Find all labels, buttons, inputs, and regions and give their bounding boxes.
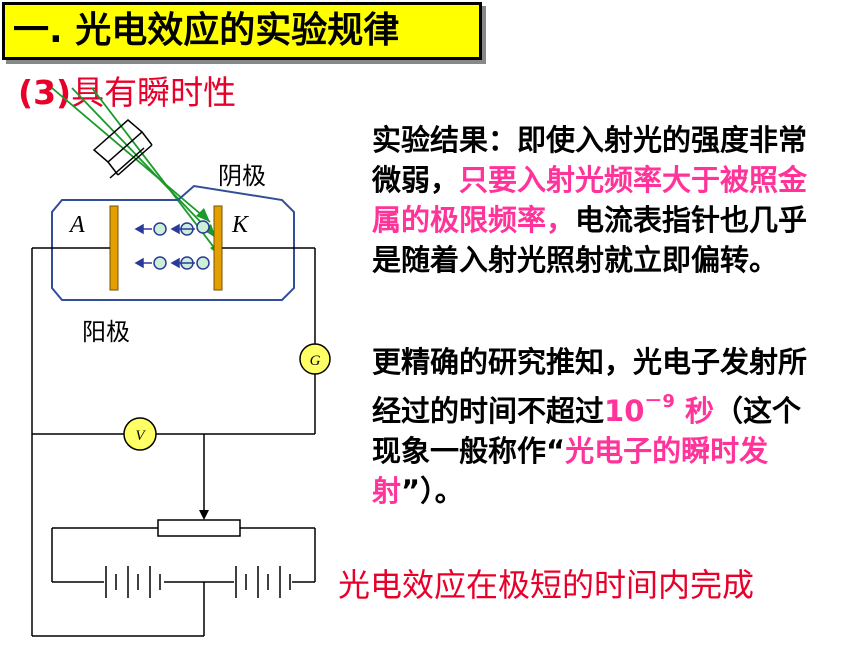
section-subtitle: (3)具有瞬时性 bbox=[18, 66, 236, 114]
galvanometer-label: G bbox=[310, 353, 321, 369]
circuit-wires bbox=[31, 247, 316, 637]
research-part-c: （这个现象一般称作“ bbox=[372, 394, 802, 468]
electron-arrows bbox=[134, 223, 195, 269]
slider-arrow bbox=[199, 510, 209, 520]
battery-left bbox=[105, 566, 161, 598]
result-part-c: 电流表指针也几乎是随着入射光照射就立即偏转。 bbox=[372, 203, 808, 277]
subtitle-number: (3) bbox=[18, 73, 72, 112]
cathode-plate bbox=[213, 205, 223, 291]
vacuum-tube bbox=[51, 184, 295, 301]
voltmeter-label: V bbox=[135, 428, 146, 444]
time-unit: 秒 bbox=[685, 394, 715, 428]
photoelectrons bbox=[153, 220, 210, 270]
subtitle-text: 具有瞬时性 bbox=[71, 73, 237, 112]
galvanometer-circle bbox=[299, 343, 331, 375]
electrode-k-label: K bbox=[231, 212, 250, 238]
cathode-label: 阴极 bbox=[218, 162, 266, 190]
time-exponent: －9 bbox=[644, 391, 675, 412]
research-part-a: 更精确的研究推知，光电子发射所经过的时间不超过 bbox=[372, 345, 808, 428]
result-part-a: 实验结果：即使入射光的强度非常微弱， bbox=[372, 123, 808, 197]
research-part-e: ”）。 bbox=[401, 474, 464, 508]
experiment-result-text: 实验结果：即使入射光的强度非常微弱，只要入射光频率大于被照金属的极限频率，电流表… bbox=[372, 120, 812, 280]
time-base: 10 bbox=[604, 394, 645, 428]
rheostat bbox=[157, 519, 241, 537]
research-text: 更精确的研究推知，光电子发射所经过的时间不超过10－9 秒（这个现象一般称作“光… bbox=[372, 342, 812, 511]
battery-right bbox=[235, 566, 291, 598]
research-highlight: 光电子的瞬时发射 bbox=[372, 434, 769, 508]
result-highlight: 只要入射光频率大于被照金属的极限频率， bbox=[372, 163, 808, 237]
slide-title: 一. 光电效应的实验规律 bbox=[2, 2, 482, 60]
time-value: 10－9 秒 bbox=[604, 391, 715, 428]
conclusion-text: 光电效应在极短的时间内完成 bbox=[338, 566, 755, 604]
anode-plate bbox=[109, 205, 119, 291]
anode-label: 阳极 bbox=[82, 318, 130, 346]
voltmeter-circle bbox=[123, 417, 157, 451]
electrode-a-label: A bbox=[68, 212, 85, 238]
